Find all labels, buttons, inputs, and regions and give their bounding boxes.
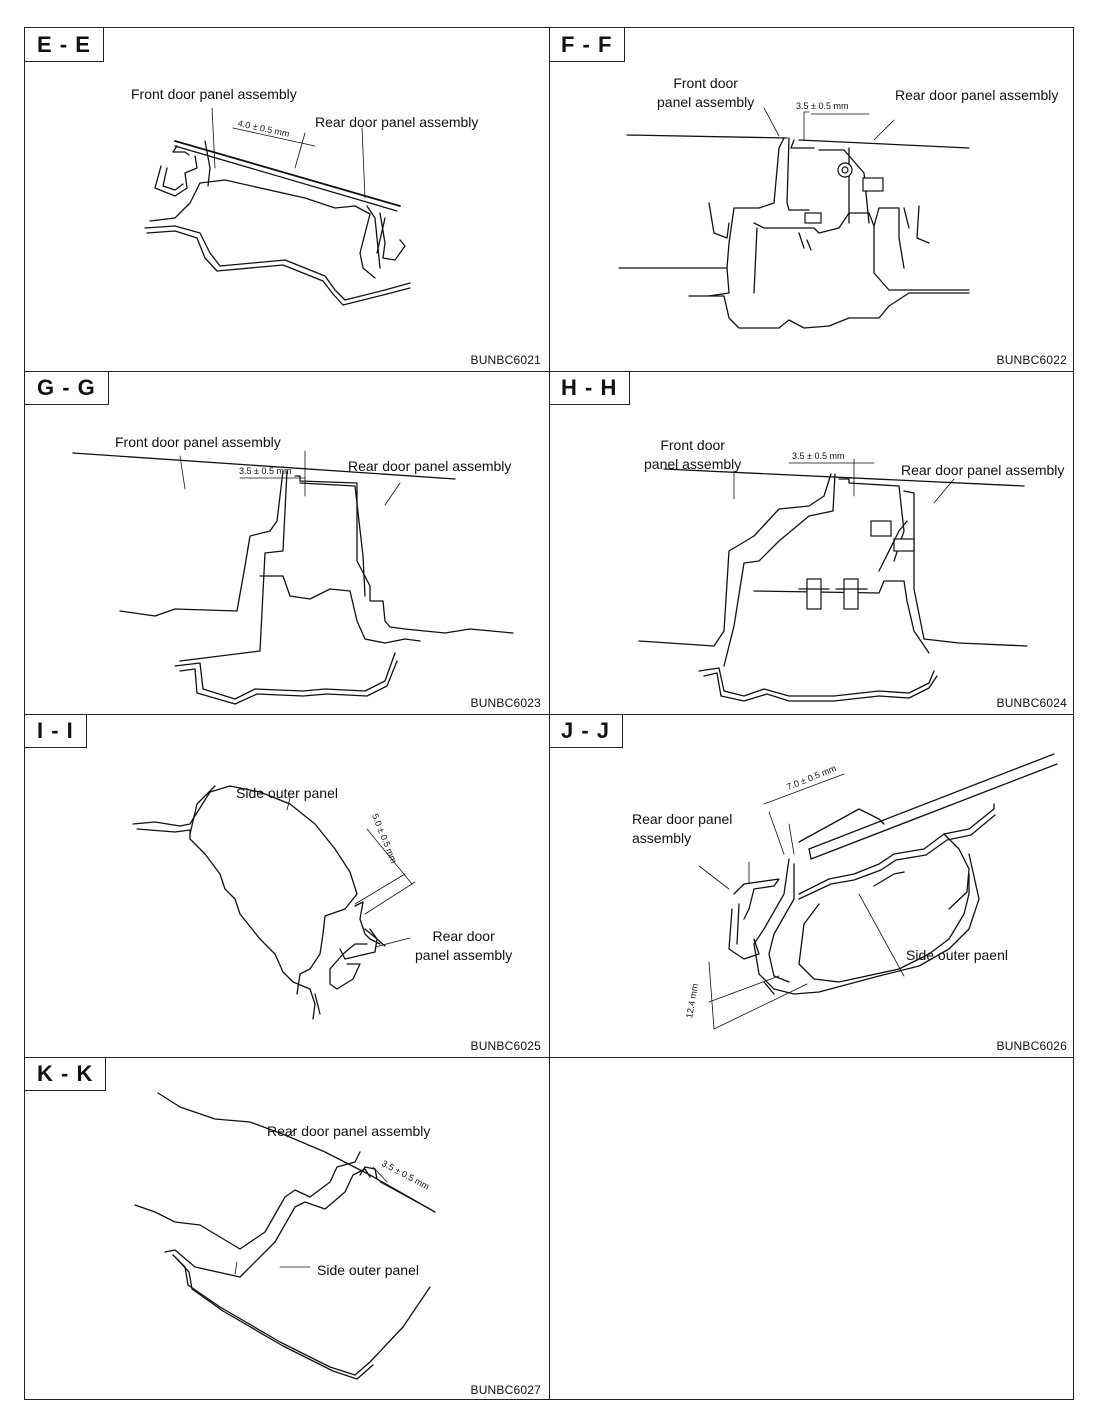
rear-door-panel-label: Rear door panel assembly — [895, 87, 1059, 103]
section-k-k-drawing — [134, 1092, 436, 1380]
section-i-i: I - I Side outer panel Rear door panel a… — [25, 714, 549, 1057]
section-tag: I - I — [25, 714, 87, 748]
rear-door-panel-label: Rear door panel assembly — [315, 114, 479, 130]
figure-code: BUNBC6026 — [996, 1039, 1067, 1053]
dimension-label: 3.5 ± 0.5 mm — [792, 451, 845, 461]
rear-door-panel-label: Rear door panel assembly — [267, 1123, 431, 1139]
side-outer-panel-label: Side outer paenl — [906, 947, 1008, 963]
section-i-i-drawing — [132, 785, 416, 1020]
figure-code: BUNBC6023 — [470, 696, 541, 710]
front-door-panel-label: Front door panel assembly — [657, 75, 755, 110]
section-h-h-drawing — [638, 458, 1028, 702]
section-tag: E - E — [25, 28, 104, 62]
figure-code: BUNBC6024 — [996, 696, 1067, 710]
row-divider — [25, 371, 1073, 372]
side-outer-panel-label: Side outer panel — [317, 1262, 419, 1278]
section-tag: J - J — [549, 714, 624, 748]
column-divider — [549, 28, 550, 1399]
section-f-f: F - F — [549, 28, 1075, 371]
empty-cell — [549, 1057, 1075, 1401]
section-tag: H - H — [549, 371, 631, 405]
section-e-e: E - E Front door panel assembly Rear doo… — [25, 28, 549, 371]
figure-code: BUNBC6025 — [470, 1039, 541, 1053]
front-door-panel-label: Front door panel assembly — [115, 434, 281, 450]
section-j-j-drawing — [698, 753, 1058, 1030]
section-g-g: G - G Front door panel assembly Rear doo… — [25, 371, 549, 714]
section-tag: F - F — [549, 28, 626, 62]
dimension-label: 3.5 ± 0.5 mm — [796, 101, 849, 111]
row-divider — [25, 1057, 1073, 1058]
rear-door-panel-label: Rear door panel assembly — [348, 458, 512, 474]
front-door-panel-label: Front door panel assembly — [644, 437, 742, 472]
section-tag: G - G — [25, 371, 109, 405]
section-e-e-drawing — [144, 107, 411, 306]
front-door-panel-label: Front door panel assembly — [131, 86, 297, 102]
figure-code: BUNBC6027 — [470, 1383, 541, 1397]
side-outer-panel-label: Side outer panel — [236, 785, 338, 801]
drawing-sheet: E - E Front door panel assembly Rear doo… — [24, 27, 1074, 1400]
rear-door-panel-label: Rear door panel assembly — [415, 928, 513, 963]
section-h-h: H - H Front door panel assembly Rear doo… — [549, 371, 1075, 714]
section-f-f-drawing — [618, 107, 970, 329]
row-divider — [25, 714, 1073, 715]
rear-door-panel-label: Rear door panel assembly — [632, 811, 733, 846]
section-g-g-drawing — [72, 450, 514, 705]
dimension-label: 3.5 ± 0.5 mm — [239, 466, 292, 476]
section-tag: K - K — [25, 1057, 107, 1091]
section-j-j: J - J Rear — [549, 714, 1075, 1057]
rear-door-panel-label: Rear door panel assembly — [901, 462, 1065, 478]
figure-code: BUNBC6021 — [470, 353, 541, 367]
figure-code: BUNBC6022 — [996, 353, 1067, 367]
section-k-k: K - K Rear door panel assembly Side oute… — [25, 1057, 549, 1401]
